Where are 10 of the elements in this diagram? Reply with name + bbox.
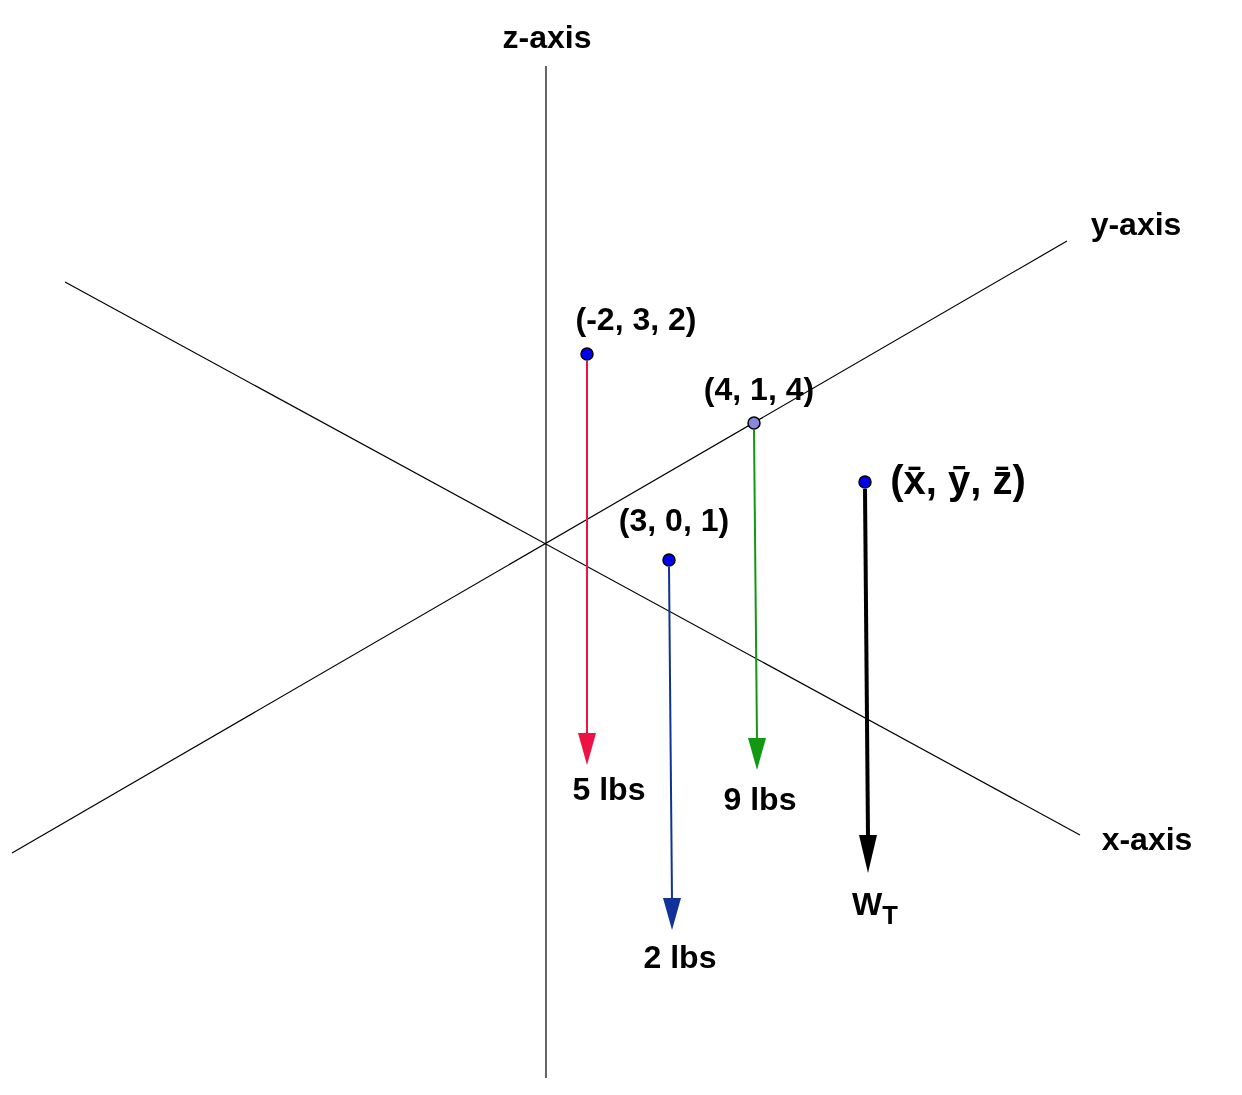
force-label: 9 lbs [723,782,797,818]
axis-label: z-axis [502,20,592,56]
coordinate-label: (3, 0, 1) [618,503,730,539]
force-label: W$_{T}$ [852,886,898,930]
coordinate-label: (-2, 3, 2) [575,302,697,338]
force-label: 2 lbs [643,940,717,976]
force-label: 5 lbs [572,772,646,808]
coordinate-label: (x̄, ȳ, z̄) [890,458,1026,502]
axis-label: y-axis [1090,207,1182,243]
axis-label: x-axis [1101,822,1193,858]
